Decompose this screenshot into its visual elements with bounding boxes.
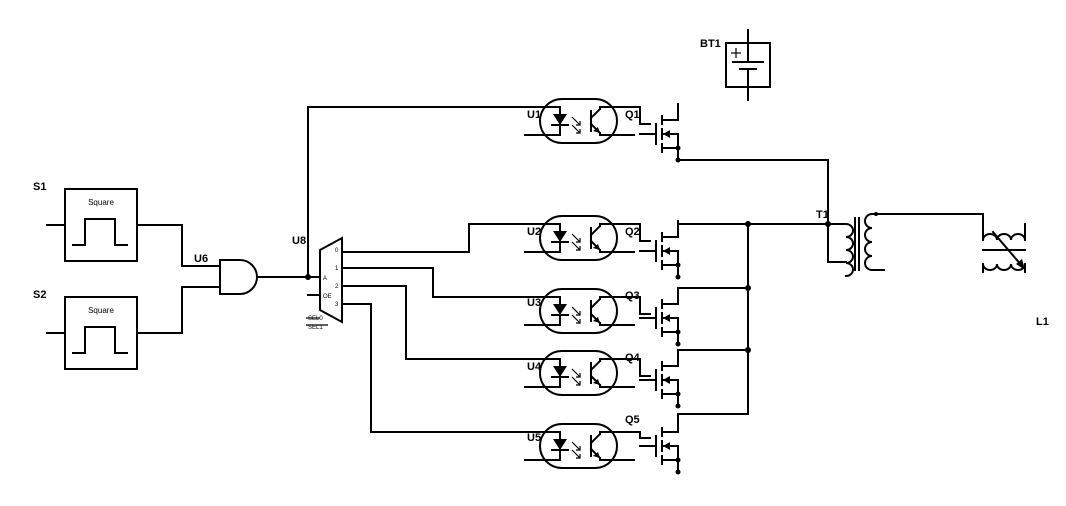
mux-in-a: A — [323, 276, 327, 282]
variable-inductor-l1[interactable] — [981, 213, 1027, 273]
wire-u4-q4 — [633, 358, 651, 377]
wire-u1-q1 — [633, 106, 651, 125]
mosfet-q1[interactable] — [639, 103, 682, 164]
u4-label: U4 — [527, 361, 542, 373]
mux-in-oe: OE — [323, 294, 332, 300]
wire-a-u1 — [307, 106, 541, 278]
u5-label: U5 — [527, 432, 541, 444]
transformer-t1[interactable] — [827, 212, 984, 278]
bt1-label: BT1 — [700, 38, 721, 50]
junction-bus-3 — [745, 347, 751, 353]
wire-q1-t1 — [677, 147, 829, 225]
wire-s2-u6 — [154, 286, 206, 334]
source-s1[interactable]: Square — [46, 188, 156, 262]
wire-out3-u5 — [341, 303, 541, 433]
optocoupler-u2[interactable] — [524, 215, 635, 261]
s1-waveform-label: Square — [88, 198, 114, 207]
mux-out-0: 0 — [335, 248, 339, 254]
wire-u2-q2 — [633, 223, 651, 242]
wire-out1-u3 — [341, 267, 541, 298]
optocoupler-u5[interactable] — [524, 423, 635, 469]
wire-out0-u2 — [341, 223, 541, 253]
mux-out-3: 3 — [335, 302, 339, 308]
mosfet-q3[interactable] — [639, 287, 682, 348]
u1-label: U1 — [527, 109, 541, 121]
mux-out-1: 1 — [335, 266, 339, 272]
wire-u3-q3 — [633, 296, 651, 315]
optocoupler-u4[interactable] — [524, 350, 635, 396]
source-s2[interactable]: Square — [46, 296, 156, 370]
wire-out2-u4 — [341, 285, 541, 360]
optocoupler-u1[interactable] — [524, 98, 635, 144]
u3-label: U3 — [527, 297, 541, 309]
mux-sel1: SEL1 — [308, 325, 323, 331]
l1-label: L1 — [1036, 316, 1049, 328]
mosfet-q5[interactable] — [639, 415, 682, 476]
battery-bt1[interactable] — [725, 29, 771, 101]
mux-sel0: SEL0 — [308, 316, 323, 322]
wire-u5-q5 — [633, 431, 651, 439]
demux-u8[interactable]: 0 1 2 3 A OE SEL0 SEL1 — [306, 236, 343, 331]
mosfet-q4[interactable] — [639, 349, 682, 410]
wire-s1-u6 — [154, 224, 206, 267]
t1-label: T1 — [816, 209, 829, 221]
u8-label: U8 — [292, 235, 306, 247]
optocoupler-u3[interactable] — [524, 288, 635, 334]
q1-label: Q1 — [625, 109, 640, 121]
u2-label: U2 — [527, 226, 541, 238]
s2-label: S2 — [33, 289, 46, 301]
s1-label: S1 — [33, 181, 46, 193]
mux-out-2: 2 — [335, 284, 339, 290]
junction-bus-2 — [745, 285, 751, 291]
and-gate-u6[interactable] — [204, 259, 309, 295]
junction-bus-1 — [745, 221, 751, 227]
q2-label: Q2 — [625, 226, 640, 238]
u6-label: U6 — [194, 253, 208, 265]
s2-waveform-label: Square — [88, 306, 114, 315]
q5-label: Q5 — [625, 414, 640, 426]
mosfet-q2[interactable] — [639, 220, 682, 281]
